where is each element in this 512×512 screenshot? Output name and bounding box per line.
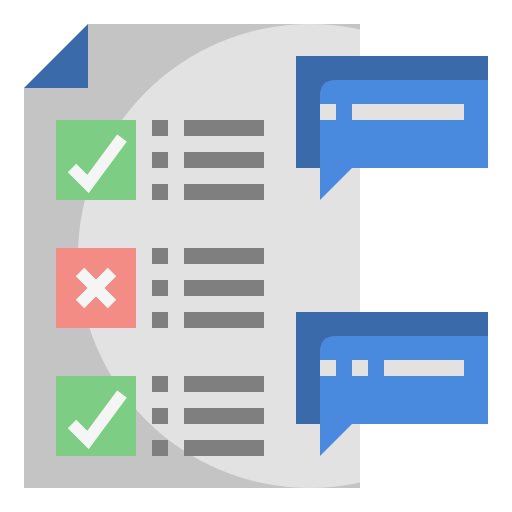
checklist: [56, 120, 264, 456]
list-bullet: [152, 408, 168, 424]
cross-stroke: [75, 267, 117, 309]
list-line: [184, 376, 264, 392]
bubble-text-line: [352, 104, 464, 120]
checkmark-stroke: [67, 390, 127, 450]
list-line: [184, 408, 264, 424]
list-line: [184, 280, 264, 296]
pass-box: [56, 120, 136, 200]
cross-icon: [56, 248, 136, 328]
list-bullet: [152, 280, 168, 296]
checkmark-icon: [56, 376, 136, 456]
list-line: [184, 184, 264, 200]
list-line: [184, 152, 264, 168]
comments: [296, 56, 488, 456]
list-bullet: [152, 312, 168, 328]
bubble-text-dot: [320, 104, 336, 120]
speech-bubble-icon: [296, 312, 488, 456]
list-line: [184, 248, 264, 264]
checklist-row: [56, 248, 264, 328]
bubble-text-dot: [320, 360, 336, 376]
bubble-text-dot: [352, 360, 368, 376]
list-line: [184, 440, 264, 456]
document-highlight: [78, 24, 360, 488]
speech-bubble-icon: [296, 56, 488, 200]
list-bullet: [152, 184, 168, 200]
bubble-text-line: [384, 360, 464, 376]
checkmark-icon: [56, 120, 136, 200]
checklist-row: [56, 120, 264, 200]
checkmark-stroke: [67, 134, 127, 194]
list-bullet: [152, 440, 168, 456]
checklist-row: [56, 376, 264, 456]
list-bullet: [152, 152, 168, 168]
pass-box: [56, 376, 136, 456]
list-bullet: [152, 376, 168, 392]
list-line: [184, 312, 264, 328]
document-fold-corner: [24, 24, 88, 88]
list-bullet: [152, 120, 168, 136]
list-line: [184, 120, 264, 136]
list-bullet: [152, 248, 168, 264]
